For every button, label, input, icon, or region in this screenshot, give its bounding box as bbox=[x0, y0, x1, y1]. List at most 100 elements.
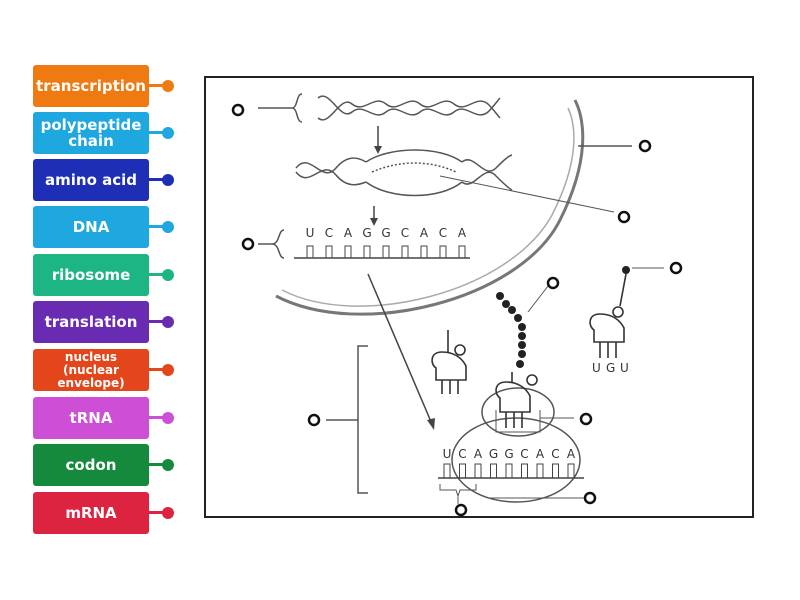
label-connector bbox=[149, 178, 165, 181]
drop-target-trna[interactable] bbox=[579, 412, 593, 426]
base-letter: A bbox=[344, 226, 353, 240]
trna-free-left bbox=[431, 330, 467, 394]
label-connector bbox=[149, 131, 165, 134]
base-tooth bbox=[458, 245, 466, 259]
base-tooth bbox=[474, 463, 482, 479]
anticodon-letter: U bbox=[620, 361, 629, 375]
base-tooth bbox=[567, 463, 575, 479]
base-letter: G bbox=[504, 447, 513, 461]
drop-target-dna[interactable] bbox=[231, 103, 245, 117]
base-letter: G bbox=[489, 447, 498, 461]
label-nucleus[interactable]: nucleus (nuclear envelope) bbox=[33, 349, 149, 391]
base-tooth bbox=[536, 463, 544, 479]
base-letter: C bbox=[458, 447, 466, 461]
codon-bracket bbox=[439, 484, 477, 498]
drop-target-mrna[interactable] bbox=[241, 237, 255, 251]
base-tooth bbox=[306, 245, 314, 259]
base-tooth bbox=[363, 245, 371, 259]
drop-target-ribosome[interactable] bbox=[583, 491, 597, 505]
anticodon-letter: G bbox=[606, 361, 615, 375]
label-connector-dot[interactable] bbox=[162, 364, 174, 376]
translation-bracket bbox=[357, 345, 368, 494]
polypeptide-chain-beads bbox=[496, 292, 526, 368]
base-letter: U bbox=[306, 226, 315, 240]
label-connector-dot[interactable] bbox=[162, 412, 174, 424]
base-letter: C bbox=[551, 447, 559, 461]
label-connector-dot[interactable] bbox=[162, 507, 174, 519]
dna-bracket bbox=[291, 93, 303, 123]
base-tooth bbox=[401, 245, 409, 259]
base-tooth bbox=[505, 463, 513, 479]
base-tooth bbox=[382, 245, 390, 259]
label-connector bbox=[149, 84, 165, 87]
export-arrow bbox=[367, 273, 433, 425]
trna-bound bbox=[495, 372, 538, 428]
label-connector bbox=[149, 225, 165, 228]
dna-helix bbox=[317, 95, 501, 121]
label-ribosome[interactable]: ribosome bbox=[33, 254, 149, 296]
label-translation[interactable]: translation bbox=[33, 301, 149, 343]
trna-free-right bbox=[589, 273, 627, 358]
label-connector-dot[interactable] bbox=[162, 316, 174, 328]
amino-acid-bead bbox=[622, 266, 630, 274]
label-transcription[interactable]: transcription bbox=[33, 65, 149, 107]
label-connector-dot[interactable] bbox=[162, 221, 174, 233]
label-connector-dot[interactable] bbox=[162, 174, 174, 186]
base-letter: A bbox=[567, 447, 576, 461]
drop-target-polypeptide[interactable] bbox=[546, 276, 560, 290]
drop-target-transcription-mrna[interactable] bbox=[617, 210, 631, 224]
label-polypeptide-chain[interactable]: polypeptide chain bbox=[33, 112, 149, 154]
base-letter: A bbox=[474, 447, 483, 461]
base-letter: C bbox=[520, 447, 528, 461]
base-tooth bbox=[420, 245, 428, 259]
label-dna[interactable]: DNA bbox=[33, 206, 149, 248]
label-connector-dot[interactable] bbox=[162, 269, 174, 281]
label-mrna[interactable]: mRNA bbox=[33, 492, 149, 534]
label-codon[interactable]: codon bbox=[33, 444, 149, 486]
label-connector-dot[interactable] bbox=[162, 127, 174, 139]
label-connector bbox=[149, 320, 165, 323]
base-letter: A bbox=[458, 226, 467, 240]
drop-target-codon[interactable] bbox=[454, 503, 468, 517]
base-letter: U bbox=[443, 447, 452, 461]
anticodon-letter: U bbox=[592, 361, 601, 375]
label-connector-dot[interactable] bbox=[162, 80, 174, 92]
label-connector bbox=[149, 416, 165, 419]
diagram-frame bbox=[204, 76, 754, 518]
base-letter: A bbox=[536, 447, 545, 461]
mrna-leader bbox=[439, 175, 615, 213]
base-letter: C bbox=[439, 226, 447, 240]
nuclear-envelope-outer bbox=[275, 99, 585, 316]
base-tooth bbox=[490, 463, 497, 479]
label-connector-dot[interactable] bbox=[162, 459, 174, 471]
polypeptide-leader bbox=[527, 285, 549, 313]
base-tooth bbox=[325, 245, 333, 259]
label-connector bbox=[149, 463, 165, 466]
drop-target-translation[interactable] bbox=[307, 413, 321, 427]
label-connector bbox=[149, 511, 165, 514]
ribosome bbox=[451, 387, 581, 503]
base-letter: G bbox=[362, 226, 371, 240]
base-tooth bbox=[344, 245, 352, 259]
base-tooth bbox=[443, 463, 451, 479]
base-tooth bbox=[552, 463, 559, 479]
label-connector bbox=[149, 273, 165, 276]
base-letter: C bbox=[325, 226, 333, 240]
label-connector bbox=[149, 368, 165, 371]
base-tooth bbox=[459, 463, 466, 479]
nuclear-envelope-inner bbox=[281, 107, 575, 307]
mrna-bracket bbox=[271, 229, 285, 259]
transcription-bubble bbox=[295, 149, 513, 197]
drop-target-amino-acid[interactable] bbox=[669, 261, 683, 275]
drop-target-nucleus[interactable] bbox=[638, 139, 652, 153]
label-trna[interactable]: tRNA bbox=[33, 397, 149, 439]
base-letter: G bbox=[381, 226, 390, 240]
base-tooth bbox=[439, 245, 447, 259]
base-letter: C bbox=[401, 226, 409, 240]
label-amino-acid[interactable]: amino acid bbox=[33, 159, 149, 201]
base-letter: A bbox=[420, 226, 429, 240]
